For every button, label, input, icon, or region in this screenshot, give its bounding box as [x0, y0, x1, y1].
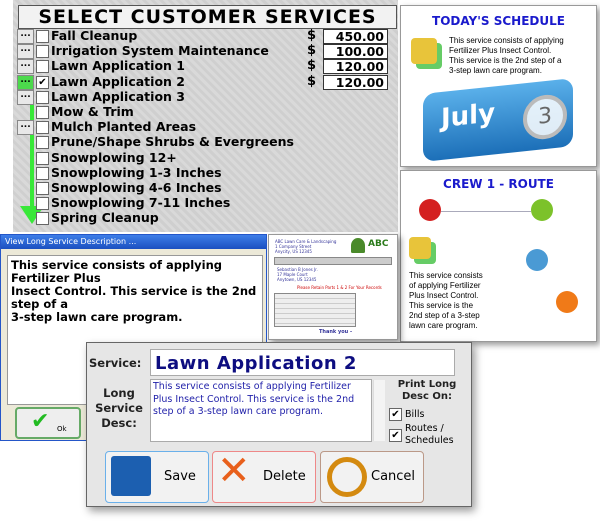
currency-symbol: $: [307, 28, 317, 43]
service-row: Snowplowing 12+: [17, 149, 397, 166]
service-checkbox[interactable]: [36, 166, 49, 180]
bills-checkbox[interactable]: ✔ Bills: [389, 408, 424, 421]
invoice-header-table: [274, 257, 392, 265]
service-label: Lawn Application 3: [51, 88, 185, 104]
checkbox: ✔: [389, 408, 402, 421]
invoice-thanks: Thank you -: [319, 329, 353, 335]
company-logo-text: ABC: [368, 239, 389, 249]
fertilizer-icon: [411, 38, 437, 64]
prohibited-icon: [327, 457, 367, 497]
service-label: Lawn Application 2: [51, 73, 185, 89]
service-label: Snowplowing 4-6 Inches: [51, 180, 222, 195]
price-field[interactable]: 120.00: [323, 74, 388, 90]
service-label: Snowplowing 1-3 Inches: [51, 164, 222, 180]
price-field[interactable]: 120.00: [323, 59, 388, 75]
service-label: Mow & Trim: [51, 104, 134, 119]
route-title: CREW 1 - ROUTE: [443, 177, 554, 191]
service-name-field[interactable]: Lawn Application 2: [150, 349, 455, 376]
ok-button[interactable]: ✔ Ok: [15, 407, 81, 439]
scrollbar[interactable]: [373, 380, 385, 441]
calendar-month: July: [441, 98, 496, 134]
service-label: Service:: [89, 356, 142, 370]
select-services-panel: SELECT CUSTOMER SERVICES ... Fall Cleanup…: [13, 0, 398, 232]
service-checkbox[interactable]: ✔: [36, 75, 49, 89]
schedule-title: TODAY'S SCHEDULE: [432, 14, 565, 28]
service-checkbox[interactable]: [36, 212, 49, 226]
service-row: Snowplowing 1-3 Inches: [17, 164, 397, 181]
service-row: Mow & Trim: [17, 104, 397, 120]
invoice-notice: Please Retain Parts 1 & 2 For Your Recor…: [297, 285, 382, 290]
description-button[interactable]: ...: [17, 120, 34, 136]
todays-schedule-document: TODAY'S SCHEDULE This service consists o…: [400, 5, 597, 167]
service-row: ... Lawn Application 3: [17, 88, 397, 105]
save-button[interactable]: Save: [105, 451, 209, 503]
description-button[interactable]: ...: [17, 59, 34, 75]
service-row: Snowplowing 7-11 Inches: [17, 195, 397, 211]
service-checkbox[interactable]: [36, 136, 49, 150]
print-label: Print Long Desc On:: [397, 379, 457, 402]
floppy-disk-icon: [111, 456, 151, 496]
service-label: Snowplowing 7-11 Inches: [51, 195, 231, 211]
service-checkbox[interactable]: [36, 182, 49, 195]
service-row: ... Fall Cleanup $450.00: [17, 28, 397, 44]
blue-pin-icon: [526, 249, 548, 271]
description-button[interactable]: ...: [17, 44, 34, 60]
invoice-line-items: [274, 293, 356, 327]
route-line: [441, 211, 531, 212]
service-checkbox[interactable]: [36, 197, 49, 211]
price-field[interactable]: 100.00: [323, 44, 388, 60]
service-label: Prune/Shape Shrubs & Evergreens: [51, 134, 294, 150]
edit-service-dialog: Service: Lawn Application 2 Long Service…: [86, 342, 472, 507]
service-checkbox[interactable]: [36, 90, 49, 104]
service-row: ... Lawn Application 1 $120.00: [17, 58, 397, 75]
service-row: Prune/Shape Shrubs & Evergreens: [17, 134, 397, 150]
checkmark-icon: ✔: [31, 409, 50, 434]
dialog-titlebar: View Long Service Description ...: [1, 235, 266, 249]
green-pin-icon: [531, 199, 553, 221]
service-checkbox[interactable]: [36, 151, 49, 165]
description-button[interactable]: ...: [17, 89, 34, 105]
fertilizer-icon: [409, 237, 431, 259]
panel-title: SELECT CUSTOMER SERVICES: [18, 5, 397, 29]
currency-symbol: $: [307, 73, 317, 89]
magnifier-icon: 3: [523, 92, 567, 142]
currency-symbol: $: [307, 43, 317, 59]
calendar-icon: July 3: [423, 78, 573, 162]
price-field[interactable]: 450.00: [323, 29, 388, 44]
service-row: ... Irrigation System Maintenance $100.00: [17, 43, 397, 60]
green-arrow: [30, 88, 34, 212]
service-checkbox[interactable]: [36, 121, 49, 135]
currency-symbol: $: [307, 58, 317, 74]
description-button[interactable]: ...: [17, 29, 34, 44]
service-row: Spring Cleanup: [17, 210, 397, 226]
service-label: Mulch Planted Areas: [51, 119, 197, 135]
service-checkbox[interactable]: [36, 45, 49, 59]
service-label: Irrigation System Maintenance: [51, 43, 269, 59]
service-row: ... Mulch Planted Areas: [17, 119, 397, 136]
orange-pin-icon: [556, 291, 578, 313]
cancel-button[interactable]: Cancel: [320, 451, 424, 503]
description-button[interactable]: ...: [17, 74, 34, 90]
service-checkbox[interactable]: [36, 30, 49, 43]
service-label: Lawn Application 1: [51, 58, 185, 74]
service-label: Snowplowing 12+: [51, 149, 177, 165]
service-checkbox[interactable]: [36, 106, 49, 119]
long-desc-textarea[interactable]: This service consists of applying Fertil…: [150, 379, 372, 442]
service-label: Spring Cleanup: [51, 210, 159, 226]
long-desc-label: Long Service Desc:: [95, 386, 143, 430]
service-row: ...✔Lawn Application 2 $120.00: [17, 73, 397, 90]
delete-button[interactable]: ✕ Delete: [212, 448, 316, 503]
tree-logo-icon: [351, 238, 365, 253]
service-label: Fall Cleanup: [51, 28, 138, 43]
service-checkbox[interactable]: [36, 60, 49, 74]
red-pin-icon: [419, 199, 441, 221]
x-icon: ✕: [217, 448, 251, 494]
service-row: Snowplowing 4-6 Inches: [17, 180, 397, 196]
